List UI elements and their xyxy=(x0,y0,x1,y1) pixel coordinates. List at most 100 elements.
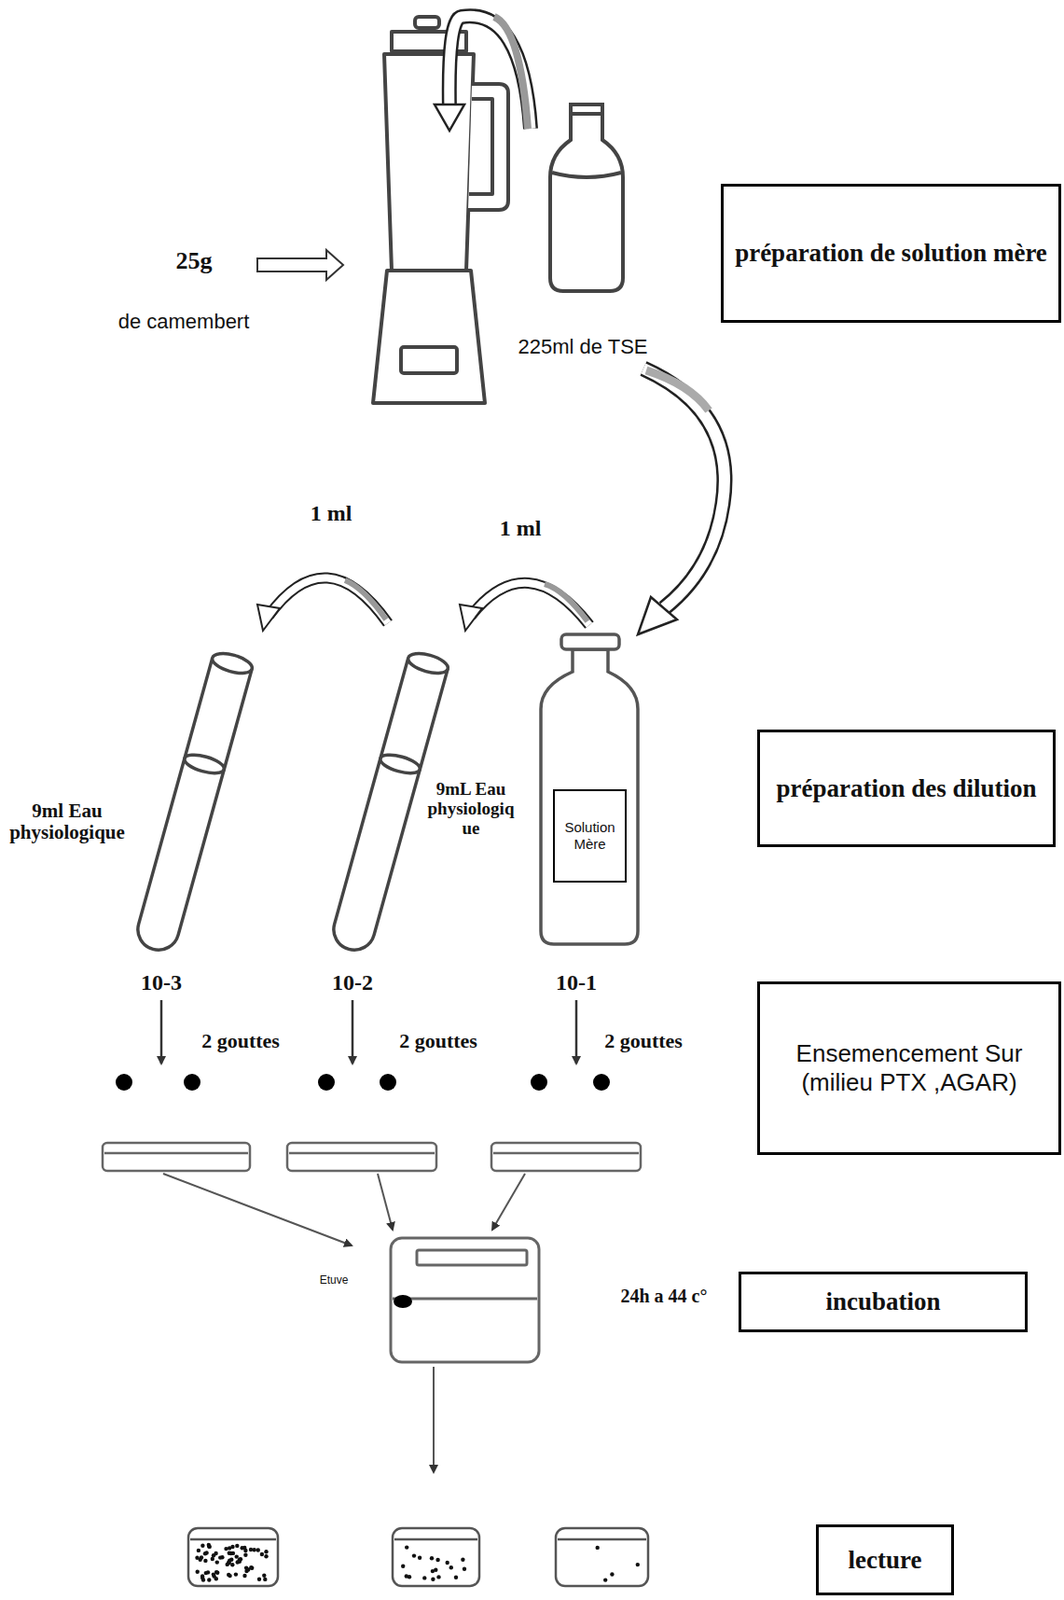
culture-plate xyxy=(214,1575,219,1580)
feed-arrow xyxy=(257,249,344,280)
culture-plate xyxy=(190,1537,277,1541)
culture-plate xyxy=(243,1552,248,1557)
culture-plate xyxy=(555,1527,649,1586)
culture-plate xyxy=(207,1576,211,1581)
drop-arrow xyxy=(161,999,577,1064)
culture-plate xyxy=(243,1547,248,1552)
culture-plate xyxy=(449,1564,454,1569)
culture-plate xyxy=(445,1560,450,1564)
annotation: 1 ml xyxy=(310,500,353,526)
culture-plate xyxy=(462,1566,467,1571)
pipette-arrow xyxy=(459,604,483,631)
annotation: de camembert xyxy=(118,310,250,333)
culture-plate xyxy=(422,1575,427,1579)
pour-arrow xyxy=(494,16,528,129)
transfer-arrow xyxy=(637,596,678,635)
incubator xyxy=(392,1297,538,1300)
blender xyxy=(373,270,485,403)
drop xyxy=(317,1073,335,1091)
pipette-arrow xyxy=(470,582,590,625)
step-box: Ensemencement Sur (milieu PTX ,AGAR) xyxy=(757,981,1062,1155)
test-tube xyxy=(133,649,255,954)
drop xyxy=(530,1073,548,1091)
culture-plate xyxy=(203,1558,208,1562)
culture-plate xyxy=(215,1559,220,1563)
culture-plate xyxy=(237,1558,242,1562)
pipette-arrow xyxy=(470,582,590,625)
culture-plate xyxy=(234,1571,238,1576)
culture-plate xyxy=(263,1548,268,1553)
culture-plate xyxy=(262,1573,266,1577)
culture-plate xyxy=(234,1543,239,1548)
culture-plate xyxy=(407,1574,412,1578)
petri-dish xyxy=(102,1142,250,1171)
petri-dish xyxy=(104,1151,249,1155)
pipette-arrow xyxy=(268,577,388,623)
step-box: préparation de solution mère xyxy=(720,183,1062,323)
culture-plate xyxy=(211,1552,216,1557)
milk-bottle xyxy=(550,104,623,291)
drop-arrow xyxy=(575,999,579,1064)
culture-plate xyxy=(460,1557,465,1562)
culture-plate xyxy=(400,1563,405,1568)
stock-bottle xyxy=(540,649,638,944)
culture-plate xyxy=(454,1575,458,1579)
petri-dish xyxy=(287,1142,437,1171)
test-tube xyxy=(209,649,254,677)
culture-plate xyxy=(263,1553,268,1558)
milk-bottle xyxy=(550,104,623,291)
culture-plate xyxy=(430,1576,435,1581)
culture-plate xyxy=(194,1555,199,1560)
culture-plate xyxy=(204,1570,208,1575)
pipette-arrow xyxy=(268,577,388,623)
annotation: 2 gouttes xyxy=(201,1029,280,1052)
petri-dish xyxy=(102,1142,641,1171)
culture-plate xyxy=(230,1544,235,1548)
culture-plate xyxy=(229,1557,234,1562)
leader-arrow xyxy=(432,1366,435,1472)
culture-plate xyxy=(262,1576,267,1581)
culture-plate xyxy=(200,1543,205,1548)
culture-plate xyxy=(211,1571,216,1576)
culture-plate xyxy=(207,1542,211,1547)
pipette-arrow xyxy=(345,580,387,620)
petri-dish xyxy=(289,1151,435,1155)
petri-dish xyxy=(491,1142,641,1171)
blender xyxy=(373,16,509,403)
culture-plate xyxy=(429,1555,434,1560)
step-box: préparation des dilution xyxy=(757,729,1056,847)
annotation: 2 gouttes xyxy=(604,1029,683,1052)
annotation: 24h a 44 c° xyxy=(621,1285,708,1306)
pour-arrow xyxy=(434,104,465,131)
culture-plate xyxy=(218,1554,222,1559)
culture-plate xyxy=(252,1547,257,1551)
culture-plate xyxy=(257,1576,262,1581)
culture-plate xyxy=(436,1574,441,1578)
culture-plate xyxy=(404,1544,409,1548)
blender xyxy=(400,346,457,374)
step-box: incubation xyxy=(738,1271,1028,1332)
culture-plate xyxy=(260,1551,264,1556)
annotation: 10-3 xyxy=(140,969,182,995)
annotation: 1 ml xyxy=(499,515,542,540)
culture-plate xyxy=(195,1569,200,1574)
pour-arrow xyxy=(434,15,531,131)
transfer-arrow xyxy=(643,368,725,608)
culture-plate xyxy=(237,1559,242,1563)
culture-plate xyxy=(249,1565,254,1570)
incubator xyxy=(393,1294,413,1308)
leader-arrow xyxy=(377,1173,393,1230)
culture-plate xyxy=(201,1576,206,1581)
blender xyxy=(414,16,440,28)
culture-plate xyxy=(196,1547,201,1552)
annotation: 9mL Eau physiologiq ue xyxy=(428,779,515,839)
feed-arrow xyxy=(257,249,344,280)
milk-bottle xyxy=(552,172,622,178)
blender xyxy=(468,83,509,210)
milk-bottle xyxy=(568,111,605,116)
blender xyxy=(384,54,474,271)
incubator xyxy=(416,1249,527,1265)
incubator xyxy=(390,1237,539,1362)
transfer-arrow xyxy=(646,370,709,411)
culture-plate xyxy=(557,1537,647,1541)
